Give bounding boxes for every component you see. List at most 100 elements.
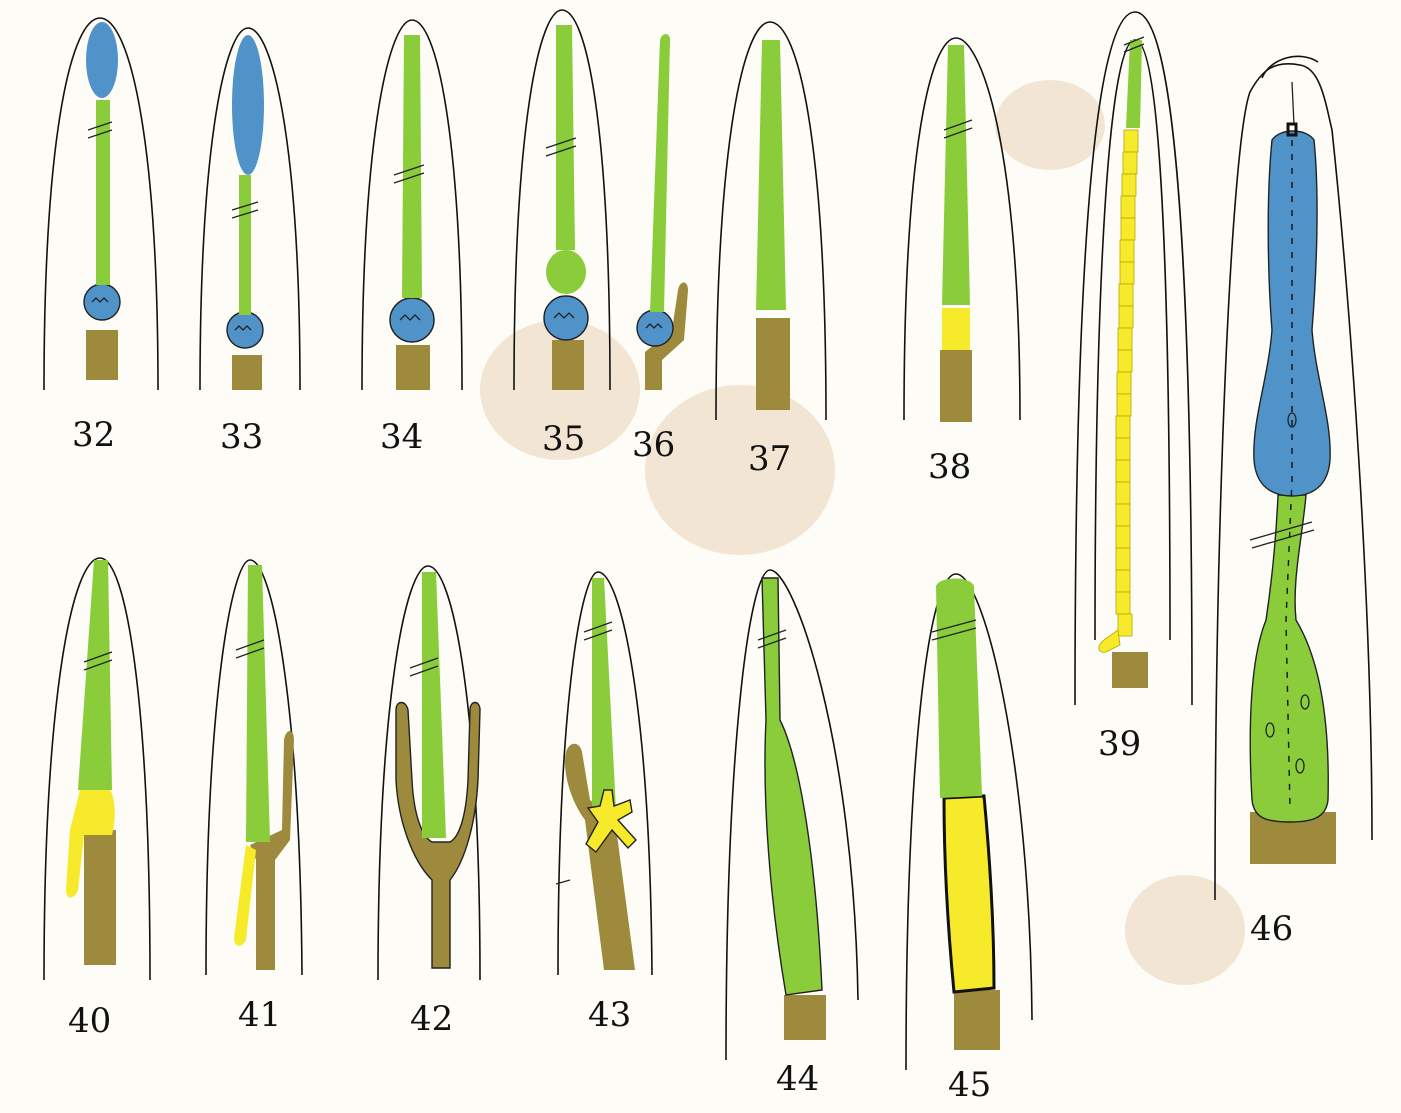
green-posterior-bulb bbox=[1249, 494, 1329, 823]
nucleus-marking bbox=[553, 312, 575, 319]
figure-label-33: 33 bbox=[220, 417, 263, 457]
nerve-ring-marking bbox=[583, 621, 613, 641]
yellow-junction bbox=[66, 790, 115, 898]
esophagus-segment bbox=[650, 34, 670, 312]
body-outline bbox=[905, 573, 1033, 1071]
esophagus-segment bbox=[592, 578, 616, 810]
nucleus-bulb bbox=[389, 297, 435, 343]
esophagus-segment bbox=[78, 560, 112, 790]
valve-marking bbox=[1287, 412, 1297, 428]
figure-40: 40 bbox=[43, 557, 151, 1041]
esophagus-segment bbox=[422, 572, 446, 838]
chain-cell bbox=[1115, 437, 1131, 461]
intestine-segment bbox=[552, 340, 584, 390]
body-outline bbox=[903, 37, 1021, 421]
figure-label-43: 43 bbox=[588, 995, 631, 1035]
side-tick bbox=[555, 879, 571, 885]
stain bbox=[995, 80, 1105, 170]
gland-nucleus bbox=[1295, 758, 1305, 774]
figure-37: 37 bbox=[715, 21, 827, 479]
chain-hook bbox=[1098, 629, 1121, 653]
chain-cell bbox=[1116, 371, 1132, 395]
stoma-line bbox=[1291, 81, 1295, 126]
intestine-segment bbox=[86, 330, 118, 380]
figure-label-37: 37 bbox=[748, 439, 791, 479]
figure-45: 45 bbox=[905, 573, 1033, 1105]
nerve-ring-marking bbox=[393, 164, 425, 184]
figure-label-41: 41 bbox=[238, 995, 281, 1035]
esophagus-segment bbox=[761, 577, 823, 996]
stain bbox=[1125, 875, 1245, 985]
nucleus-marking bbox=[645, 323, 663, 329]
chain-cell bbox=[1123, 129, 1139, 153]
body-outline bbox=[1074, 11, 1193, 706]
esophagus-segment bbox=[96, 100, 110, 285]
nerve-ring-marking bbox=[83, 651, 113, 671]
nerve-ring-marking bbox=[757, 629, 787, 649]
intestine-segment bbox=[84, 830, 116, 965]
gland-nucleus bbox=[1300, 694, 1310, 710]
nerve-ring-marking bbox=[409, 657, 439, 677]
head-cap bbox=[1261, 55, 1319, 79]
figure-label-36: 36 bbox=[632, 425, 675, 465]
body-outline bbox=[1214, 63, 1373, 901]
figure-label-45: 45 bbox=[948, 1065, 991, 1105]
chain-cell bbox=[1115, 547, 1131, 571]
body-outline bbox=[43, 17, 159, 391]
nerve-ring-marking bbox=[931, 619, 977, 641]
esophagus-segment bbox=[556, 25, 575, 250]
figure-label-40: 40 bbox=[68, 1001, 111, 1041]
figure-46: 46 bbox=[1214, 55, 1373, 949]
nerve-ring-marking bbox=[1123, 36, 1145, 53]
gonad-branch bbox=[564, 743, 635, 970]
chain-cell bbox=[1120, 195, 1136, 219]
nucleus-bulb bbox=[83, 283, 121, 321]
segmented-yellow-chain bbox=[1098, 129, 1139, 653]
chain-cell bbox=[1117, 349, 1133, 373]
median-bulb bbox=[546, 250, 586, 294]
esophagus-segment bbox=[1126, 40, 1142, 128]
nucleus-bulb bbox=[636, 309, 674, 347]
nerve-ring-marking bbox=[87, 121, 113, 139]
nerve-ring-marking bbox=[231, 201, 259, 219]
body-outline bbox=[43, 557, 151, 981]
body-outline bbox=[557, 571, 653, 976]
chain-cell bbox=[1122, 151, 1138, 175]
body-outline bbox=[725, 569, 859, 1061]
lumen-dashed-line bbox=[1285, 140, 1293, 811]
body-outline bbox=[513, 9, 611, 391]
nerve-ring-marking bbox=[943, 119, 973, 139]
stylet bbox=[1286, 122, 1298, 137]
figure-label-38: 38 bbox=[928, 447, 971, 487]
chain-cell bbox=[1121, 173, 1137, 197]
yellow-junction bbox=[234, 845, 256, 946]
intestine-segment bbox=[954, 990, 1000, 1050]
yellow-segment bbox=[942, 794, 996, 994]
figure-41: 41 bbox=[205, 559, 303, 1035]
esophagus-segment bbox=[936, 578, 982, 798]
figure-44: 44 bbox=[725, 569, 859, 1099]
body-outline bbox=[715, 21, 827, 421]
yellow-junction bbox=[942, 308, 970, 350]
figure-label-42: 42 bbox=[410, 999, 453, 1039]
intestine-segment bbox=[1112, 652, 1148, 688]
nucleus-marking bbox=[91, 297, 109, 303]
figure-42: 42 bbox=[377, 565, 481, 1039]
gland-nucleus bbox=[1265, 722, 1275, 738]
figure-label-46: 46 bbox=[1250, 909, 1293, 949]
figure-label-35: 35 bbox=[542, 419, 585, 459]
figure-33: 33 bbox=[199, 27, 301, 457]
chain-cell bbox=[1115, 503, 1131, 527]
figure-35: 35 bbox=[513, 9, 611, 459]
esophagus-segment bbox=[402, 35, 422, 298]
stylet-bulb bbox=[232, 35, 264, 175]
intestine-segment bbox=[784, 995, 826, 1040]
figure-32: 32 bbox=[43, 17, 159, 455]
figure-36: 36 bbox=[632, 34, 688, 465]
intestine-segment bbox=[940, 350, 972, 422]
figure-label-44: 44 bbox=[776, 1059, 819, 1099]
chain-cell bbox=[1115, 415, 1131, 439]
stylet-bulb bbox=[86, 22, 118, 98]
forked-intestine bbox=[395, 701, 481, 969]
intestine-segment bbox=[232, 355, 262, 390]
